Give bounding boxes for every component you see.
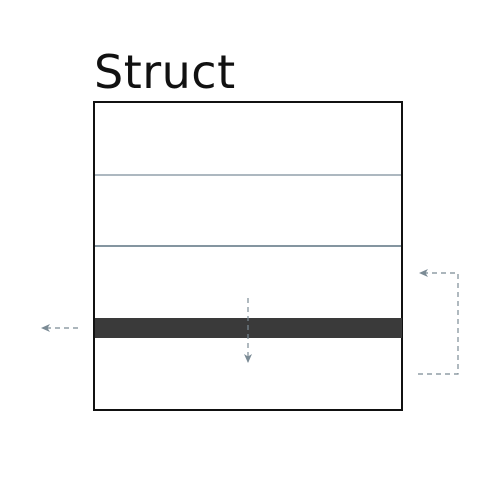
struct-frame xyxy=(93,101,403,411)
side-loop-arrow xyxy=(418,269,459,375)
diagram-title: Struct xyxy=(94,45,236,99)
